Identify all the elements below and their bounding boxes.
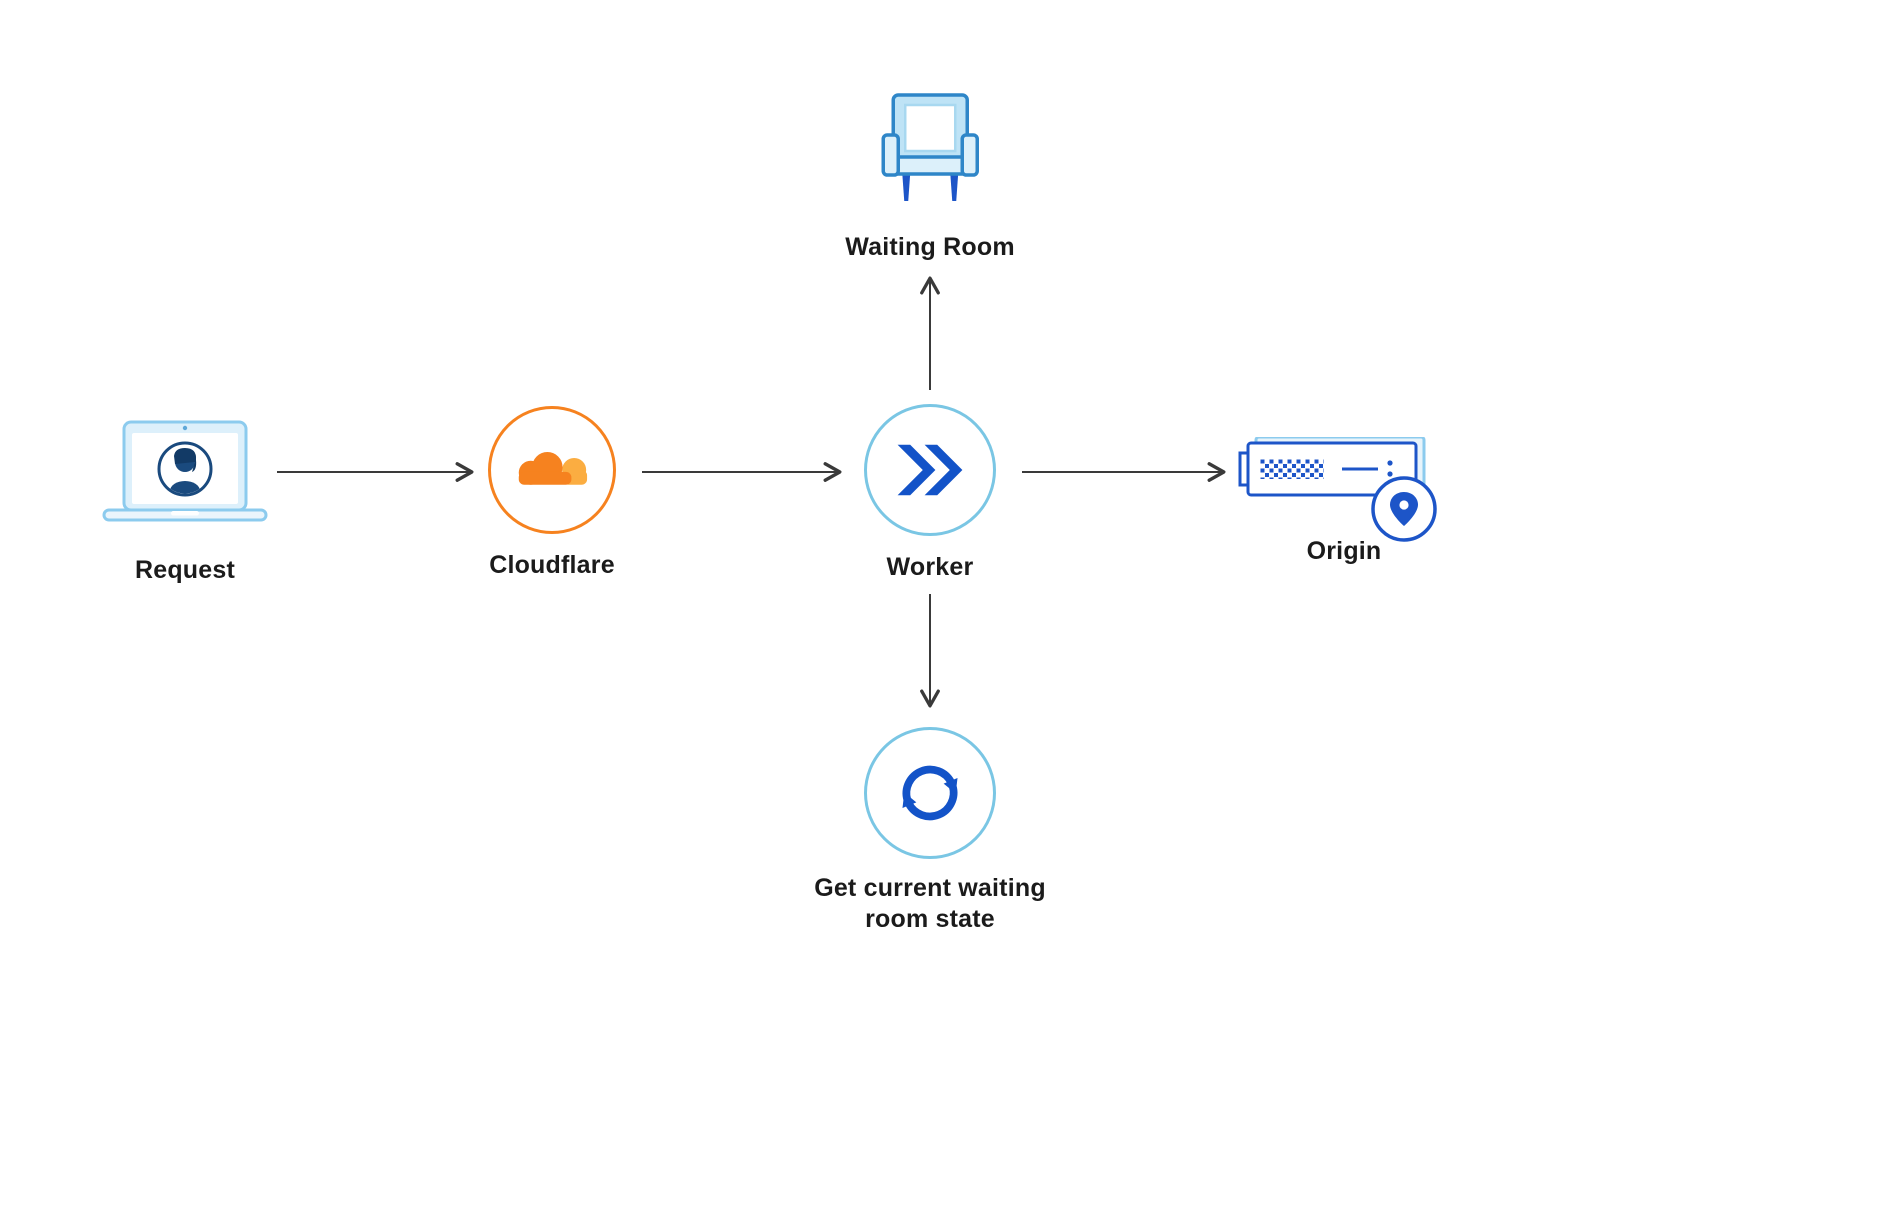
waiting-room-state-label: Get current waiting room state <box>814 874 1046 934</box>
cloudflare-logo-icon <box>488 406 616 534</box>
workers-chevrons-icon <box>864 404 996 536</box>
waiting-room-label: Waiting Room <box>845 233 1015 261</box>
node-waiting-room: Waiting Room <box>845 93 1015 263</box>
node-worker: Worker <box>864 404 996 583</box>
worker-label: Worker <box>886 553 974 581</box>
origin-label: Origin <box>1306 537 1382 565</box>
chair-icon <box>880 93 980 212</box>
node-waiting-room-state: Get current waiting room state <box>790 727 1070 936</box>
sync-icon <box>864 727 996 859</box>
node-request: Request <box>100 420 270 586</box>
request-label: Request <box>134 556 236 584</box>
cloudflare-label: Cloudflare <box>489 551 615 579</box>
node-cloudflare: Cloudflare <box>488 406 616 581</box>
laptop-user-icon <box>100 420 270 535</box>
node-origin: Origin <box>1238 435 1450 567</box>
server-location-icon <box>1238 435 1450 554</box>
